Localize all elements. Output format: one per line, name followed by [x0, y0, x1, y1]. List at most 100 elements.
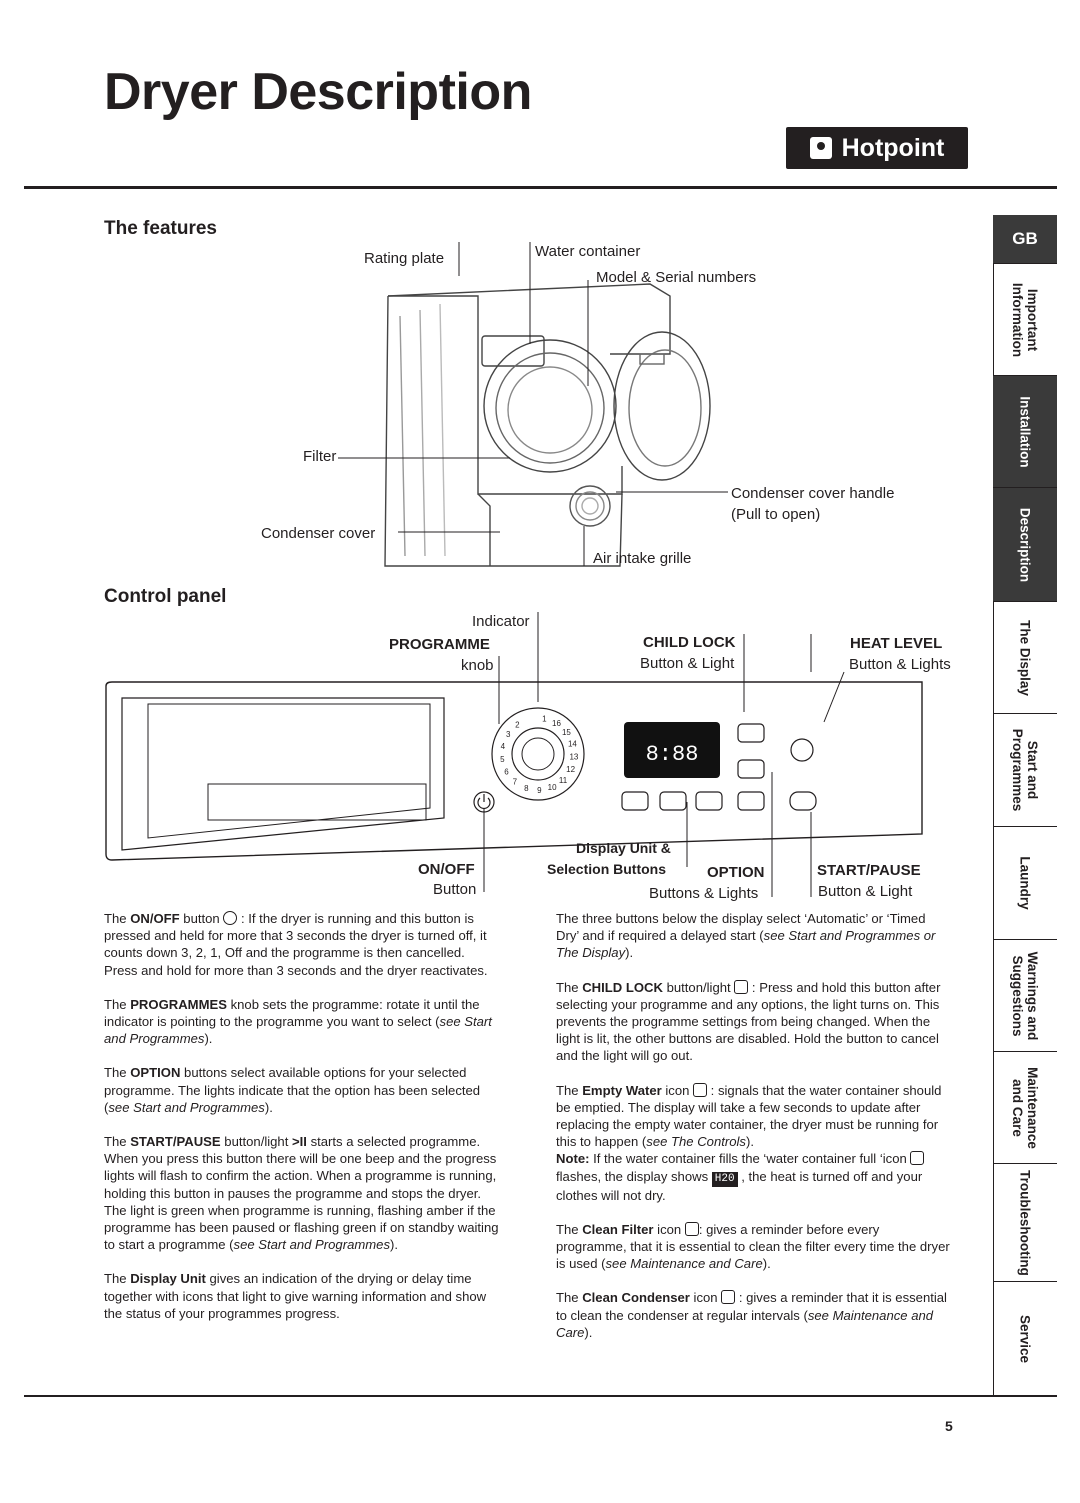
panel-handle	[207, 783, 427, 821]
label-filter: Filter	[303, 448, 337, 465]
para-start-pause: The START/PAUSE button/light >II starts …	[104, 1134, 497, 1201]
para-three-buttons: The three buttons below the display sele…	[556, 911, 936, 961]
knob-number: 5	[500, 755, 505, 764]
water-container-drawer	[481, 335, 545, 367]
label-child-lock: CHILD LOCK	[643, 634, 736, 651]
label-heat-level-sub: Button & Lights	[849, 656, 951, 673]
tab-maintenance-and-care[interactable]: Maintenance and Care	[993, 1051, 1057, 1163]
brand-name: Hotpoint	[841, 133, 945, 162]
hotpoint-logo-icon	[809, 137, 832, 159]
power-icon	[477, 794, 491, 809]
label-condenser-handle-note: (Pull to open)	[731, 506, 821, 523]
para-option: The OPTION buttons select available opti…	[104, 1065, 481, 1115]
knob-number: 3	[506, 730, 511, 739]
knob-number: 16	[552, 719, 561, 728]
page-title: Dryer Description	[104, 63, 532, 121]
para-clean-filter: The Clean Filter icon : gives a reminder…	[556, 1221, 950, 1272]
door-frame	[483, 339, 617, 473]
page-number: 5	[945, 1418, 953, 1434]
knob-number: 8	[524, 784, 529, 793]
para-start-pause-2: The light is green when programme is run…	[104, 1202, 499, 1253]
para-note: Note: If the water container fills the ‘…	[556, 1150, 951, 1203]
open-door	[613, 331, 711, 481]
dryer-left-outline	[384, 295, 623, 567]
tab-start-and-programmes[interactable]: Start and Programmes	[993, 713, 1057, 826]
knob-number: 6	[504, 768, 509, 777]
selection-button-2	[659, 791, 687, 811]
tab-the-display[interactable]: The Display	[993, 601, 1057, 713]
child-lock-button	[737, 723, 765, 743]
tab-label: Installation	[1017, 395, 1033, 468]
tabs-divider	[993, 263, 994, 1395]
tab-label: Service	[1017, 1314, 1033, 1363]
label-condenser-handle: Condenser cover handle	[731, 485, 895, 502]
on-off-button	[473, 791, 495, 813]
label-programme: PROGRAMME	[389, 636, 490, 653]
knob-number: 13	[569, 753, 578, 762]
label-indicator: Indicator	[472, 613, 530, 630]
label-start-pause-sub: Button & Light	[818, 883, 913, 900]
label-start-pause: START/PAUSE	[817, 862, 921, 879]
display-unit	[624, 722, 720, 778]
tab-important-information[interactable]: Important Information	[993, 263, 1057, 375]
label-on-off: ON/OFF	[418, 861, 475, 878]
para-programmes: The PROGRAMMES knob sets the programme: …	[104, 996, 492, 1047]
knob-number: 14	[568, 740, 577, 749]
selection-button-1	[621, 791, 649, 811]
label-option-sub: Buttons & Lights	[649, 885, 759, 902]
para-display-unit: The Display Unit gives an indication of …	[104, 1271, 487, 1321]
display-readout: 8:88	[646, 742, 699, 767]
label-child-lock-sub: Button & Light	[640, 655, 735, 672]
control-panel-heading: Control panel	[104, 586, 227, 607]
tab-label: Warnings and Suggestions	[1010, 951, 1040, 1040]
panel-recess	[121, 697, 445, 851]
label-condenser-cover: Condenser cover	[261, 525, 376, 542]
start-pause-button	[789, 791, 817, 811]
air-intake-grille	[569, 485, 611, 527]
knob-number: 1	[542, 715, 547, 724]
header-rule	[24, 186, 1057, 189]
tab-description[interactable]: Description	[993, 487, 1057, 601]
panel-outline	[105, 681, 923, 861]
tab-label: Important Information	[1010, 282, 1040, 357]
knob-number: 10	[548, 783, 557, 792]
knob-number: 12	[566, 765, 575, 774]
footer-rule	[24, 1395, 1057, 1397]
label-model-serial: Model & Serial numbers	[596, 269, 757, 286]
label-water-container: Water container	[535, 243, 641, 260]
section-tabs: GB Important Information Installation De…	[993, 215, 1057, 1395]
tab-label: Laundry	[1017, 856, 1033, 910]
knob-number: 4	[501, 742, 506, 751]
tab-installation[interactable]: Installation	[993, 375, 1057, 487]
tab-label: Troubleshooting	[1017, 1169, 1033, 1276]
option-button-2	[737, 791, 765, 811]
language-tab[interactable]: GB	[993, 215, 1057, 263]
knob-number: 15	[562, 728, 571, 737]
left-column-text: The ON/OFF button : If the dryer is runn…	[104, 910, 506, 1322]
label-rating-plate: Rating plate	[364, 250, 445, 267]
features-heading: The features	[104, 218, 217, 239]
knob-number: 7	[513, 778, 518, 787]
para-on-off: The ON/OFF button : If the dryer is runn…	[104, 911, 487, 961]
label-air-intake: Air intake grille	[593, 550, 692, 567]
label-selection-buttons: Selection Buttons	[547, 861, 667, 877]
hotpoint-logo: Hotpoint	[786, 127, 968, 169]
tab-service[interactable]: Service	[993, 1281, 1057, 1395]
label-programme-knob: knob	[461, 657, 494, 674]
para-clean-condenser: The Clean Condenser icon : gives a remin…	[556, 1290, 947, 1340]
tab-laundry[interactable]: Laundry	[993, 826, 1057, 939]
para-on-off-2: Press and hold for more than 3 seconds a…	[104, 962, 488, 978]
tab-troubleshooting[interactable]: Troubleshooting	[993, 1163, 1057, 1281]
tab-label: Start and Programmes	[1010, 728, 1040, 812]
tab-warnings-and-suggestions[interactable]: Warnings and Suggestions	[993, 939, 1057, 1051]
knob-number: 9	[537, 786, 542, 795]
right-column-text: The three buttons below the display sele…	[556, 910, 951, 1341]
selection-button-3	[695, 791, 723, 811]
tab-label: Description	[1017, 507, 1033, 582]
label-on-off-sub: Button	[433, 881, 477, 898]
para-empty-water: The Empty Water icon : signals that the …	[556, 1082, 942, 1150]
label-heat-level: HEAT LEVEL	[850, 635, 943, 652]
para-child-lock: The CHILD LOCK button/light : Press and …	[556, 979, 941, 1064]
